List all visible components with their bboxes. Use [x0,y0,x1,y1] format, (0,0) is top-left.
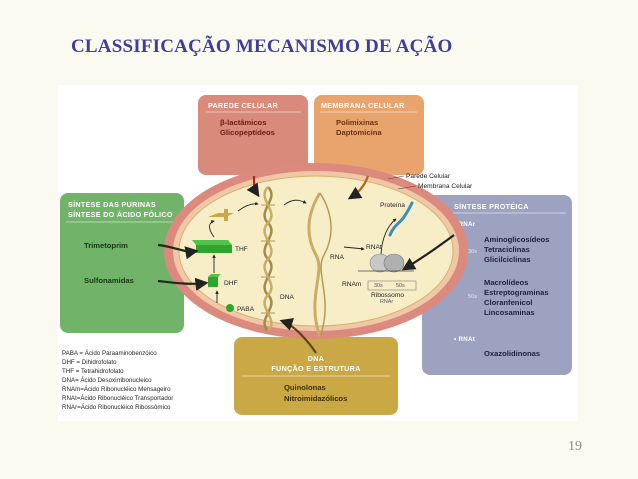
thf-label: THF [235,246,248,253]
sulfonamidas-action-arrow [157,277,209,291]
rnat-label: RNAt [366,244,382,251]
legend-line-3: THF = Tetrahidrofolato [62,368,124,375]
protein-30s-drug-2: Tetraciclinas [484,245,530,254]
cell-wall-heading: PAREDE CELULAR [208,101,278,110]
thf-molecule [208,209,234,221]
protein-30s-label: 30s [468,249,477,255]
protein-50s-drug-3: Cloranfenicol [484,298,533,307]
slide-title: CLASSIFICAÇÃO MECANISMO DE AÇÃO [71,36,453,57]
page-number: 19 [568,439,582,454]
dna-drug-2: Nitroimidazólicos [284,394,347,403]
legend-line-2: DHF = Dihidrofolato [62,359,117,366]
rna-strand [307,192,332,338]
protein-synthesis-action-arrow [401,234,455,271]
thf-to-molecule-arrow [209,220,215,238]
dna-to-rna-arrow [283,199,307,206]
purine-drug-sulfonamidas: Sulfonamidas [84,276,134,285]
protein-50s-drug-4: Lincosaminas [484,308,535,317]
rnar-label: RNAr [380,299,393,305]
paba-label: PABA [237,306,255,313]
protein-50s-label: 50s [468,294,477,300]
legend-line-4: DNA= Ácido Desoxirribonucleico [62,377,152,384]
cell-membrane-label: Membrana Celular [418,183,473,190]
mechanism-svg: PAREDE CELULAR β-lactâmicos Glicopeptíde… [60,95,572,415]
cell-wall-action-arrow [246,175,260,198]
dna-label: DNA [280,294,295,301]
cell-wall-drug-1: β-lactâmicos [220,118,266,127]
cell-wall-panel: PAREDE CELULAR β-lactâmicos Glicopeptíde… [198,95,308,175]
protein-50s-drug-1: Macrolídeos [484,278,528,287]
cell-membrane-drug-1: Polimixinas [336,118,378,127]
protein-rnat-drug: Oxazolidinonas [484,349,540,358]
cell-wall-drug-2: Glicopeptídeos [220,128,275,137]
dhf-label: DHF [224,280,238,287]
purine-drug-trimetoprim: Trimetoprim [84,241,128,250]
dhf-block [208,274,221,287]
purine-heading-line-2: SÍNTESE DO ÁCIDO FÓLICO [68,210,173,219]
cell-membrane-heading: MEMBRANA CELULAR [321,101,405,110]
dna-helix [261,186,275,332]
cell-membrane-action-arrow [347,175,370,200]
legend-line-5: RNAm=Ácido Ribonucléico Mensageiro [62,386,171,393]
protein-rnar-label: • RNAr [454,221,476,228]
thf-block [192,240,232,253]
paba-molecule [226,304,234,312]
protein-30s-drug-3: Glicilciclinas [484,255,530,264]
ribossomo-label: Ribossomo [371,292,404,299]
protein-rnat-label: • RNAt [454,336,475,343]
protein-30s-drug-1: Aminoglicosídeos [484,235,549,244]
cell-wall-label: Parede Celular [406,173,451,180]
legend-line-7: RNAr=Ácido Ribonucléico Ribossômico [62,404,171,411]
legend-line-6: RNAt=Ácido Ribonucléico Transportador [62,395,173,402]
s30-label: 30s [374,283,383,289]
ribosome-to-protein-arrow [380,218,397,258]
mechanism-diagram: PAREDE CELULAR β-lactâmicos Glicopeptíde… [58,85,578,421]
dna-heading-line-2: FUNÇÃO E ESTRUTURA [271,364,360,373]
protein-50s-drug-2: Estreptograminas [484,288,549,297]
trimetoprim-action-arrow [157,243,199,260]
rnam-label: RNAm [342,281,362,288]
purine-panel: SÍNTESE DAS PURINAS SÍNTESE DO ÁCIDO FÓL… [60,193,184,333]
s50-label: 50s [396,283,405,289]
molecule-to-dna-arrow [237,201,259,212]
purine-heading-line-1: SÍNTESE DAS PURINAS [68,200,156,209]
protein-heading: SÍNTESE PROTÉICA [454,202,529,211]
rna-label: RNA [330,254,345,261]
dna-action-arrow [279,318,317,354]
rna-to-ribosome-arrow [343,246,365,251]
proteina-label: Proteína [380,202,405,209]
cell-membrane-panel: MEMBRANA CELULAR Polimixinas Daptomicina [314,95,424,175]
legend-line-1: PABA = Ácido Paraaminobenzóico [62,350,157,357]
dna-panel: DNA FUNÇÃO E ESTRUTURA Quinolonas Nitroi… [234,337,398,415]
ribosome [358,253,414,273]
bacterial-cell [164,163,468,339]
protein-chain [388,201,414,237]
dna-drug-1: Quinolonas [284,383,326,392]
cell-membrane-drug-2: Daptomicina [336,128,382,137]
abbreviation-legend: PABA = Ácido Paraaminobenzóico DHF = Dih… [62,350,173,411]
dna-heading-line-1: DNA [308,354,324,363]
